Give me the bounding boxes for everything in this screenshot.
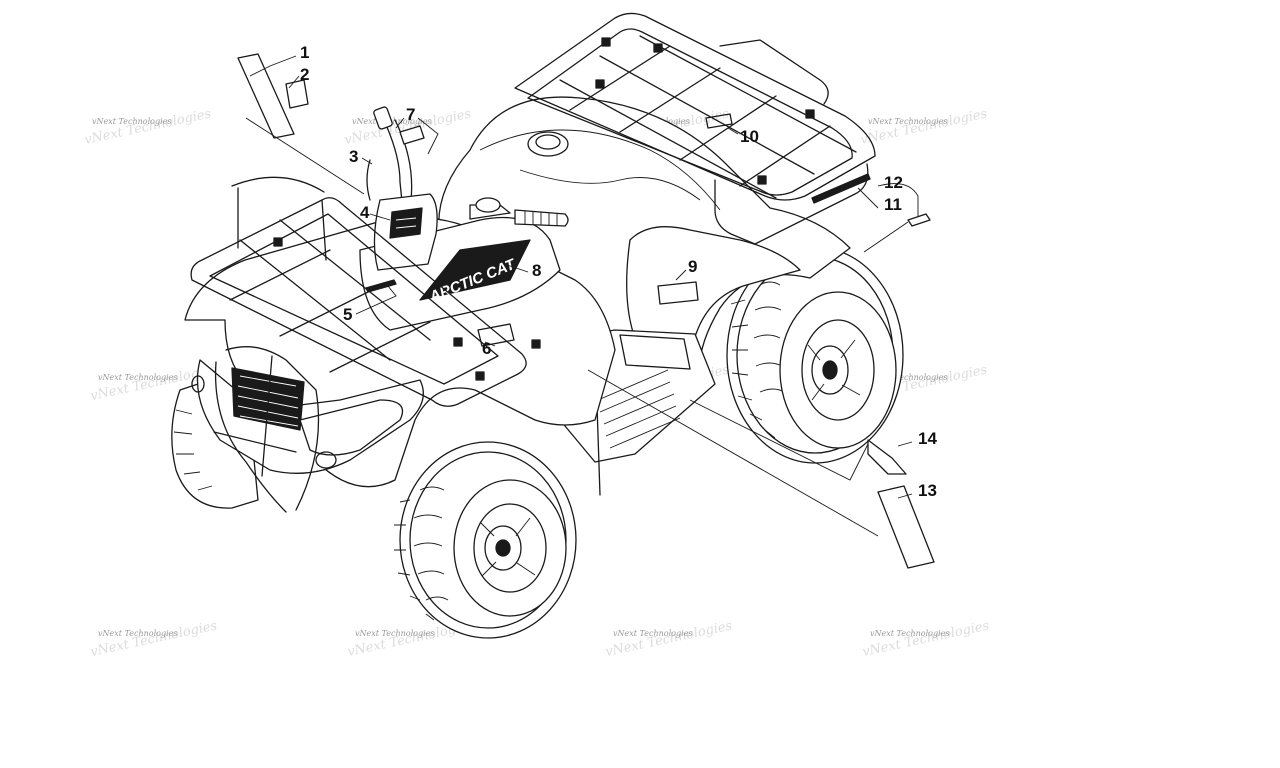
callout-12: 12 (884, 173, 903, 192)
atv-body: ARCTIC CAT (184, 96, 851, 496)
rear-right-wheel (726, 246, 904, 464)
decal-6 (477, 323, 515, 347)
handlebar-assembly (366, 106, 569, 271)
callout-1: 1 (300, 43, 309, 62)
watermark-text: vNext Technologies (870, 629, 949, 638)
callout-4: 4 (360, 203, 370, 222)
callout-labels: 1 2 3 4 5 6 7 8 9 10 11 12 13 14 (300, 43, 937, 500)
rear-rack (514, 12, 876, 245)
decal-12 (907, 213, 931, 227)
callout-3: 3 (349, 147, 358, 166)
watermark-text: vNext Technologies (613, 629, 692, 638)
decal-10 (705, 113, 733, 129)
watermark-text-back: vNext Technologies (604, 618, 734, 660)
callout-10: 10 (740, 127, 759, 146)
watermark: vNext Technologies vNext Technologies (89, 618, 219, 660)
watermark-text: vNext Technologies (98, 373, 177, 382)
callout-8: 8 (532, 261, 541, 280)
callout-7: 7 (406, 105, 415, 124)
callout-5: 5 (343, 305, 352, 324)
watermark: vNext Technologies vNext Technologies (859, 106, 989, 148)
watermark-text: vNext Technologies (868, 117, 947, 126)
loose-decals (237, 53, 935, 569)
decal-14 (867, 439, 907, 475)
leader-lines (245, 55, 919, 537)
watermark-text-back: vNext Technologies (861, 618, 991, 660)
callout-13: 13 (918, 481, 937, 500)
watermark-text-back: vNext Technologies (89, 618, 219, 660)
front-rack (190, 176, 541, 513)
watermark-text: vNext Technologies (868, 373, 947, 382)
callout-2: 2 (300, 65, 309, 84)
decal-9 (657, 281, 699, 305)
watermark: vNext Technologies vNext Technologies (604, 618, 734, 660)
decal-13 (877, 485, 935, 569)
watermark-text: vNext Technologies (92, 117, 171, 126)
watermark: vNext Technologies vNext Technologies (861, 618, 991, 660)
watermark: vNext Technologies vNext Technologies (83, 106, 213, 148)
decal-2 (285, 79, 309, 109)
watermark-text: vNext Technologies (355, 629, 434, 638)
atv-illustration: ARCTIC CAT (171, 12, 904, 639)
watermark-text-back: vNext Technologies (83, 106, 213, 148)
decal-11 (811, 173, 871, 204)
watermark-text: vNext Technologies (98, 629, 177, 638)
callout-6: 6 (482, 339, 491, 358)
watermark-text-back: vNext Technologies (859, 106, 989, 148)
front-right-wheel (394, 441, 577, 639)
callout-11: 11 (884, 195, 902, 214)
callout-9: 9 (688, 257, 697, 276)
callout-14: 14 (918, 429, 937, 448)
decal-1 (237, 53, 295, 139)
